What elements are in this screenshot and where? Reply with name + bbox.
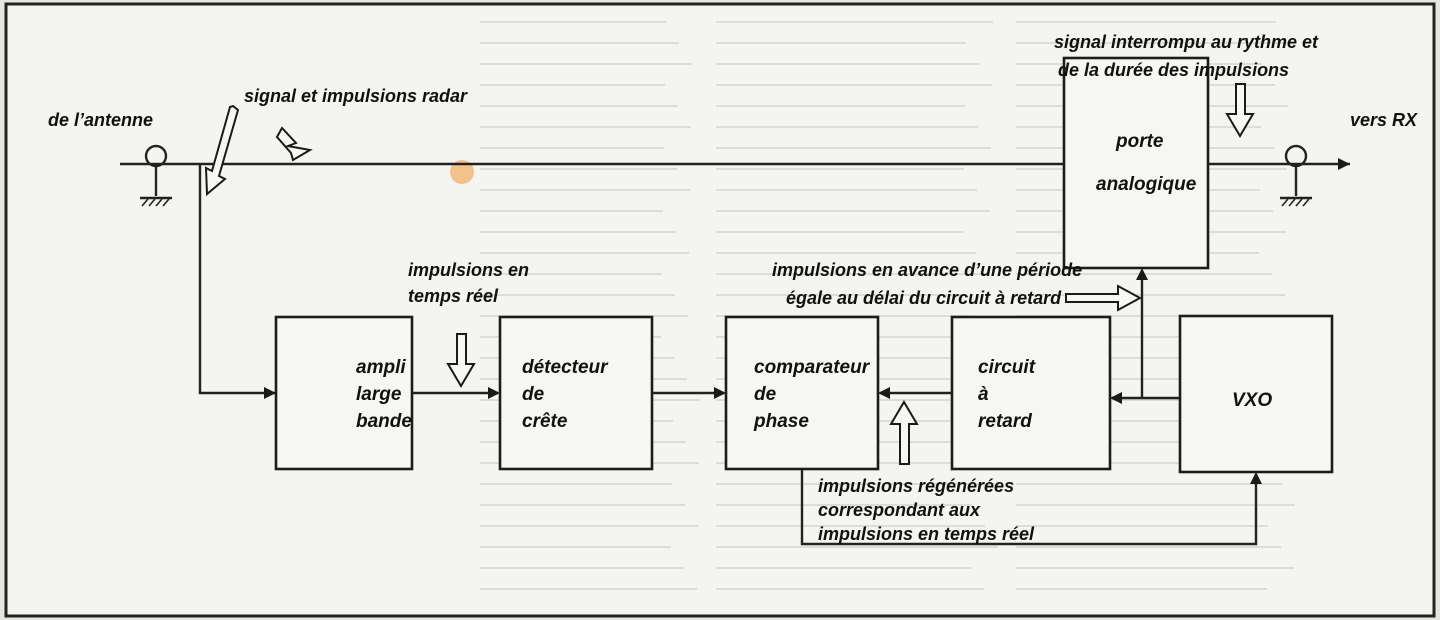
comparator-line-3: phase	[753, 411, 809, 432]
signal-pulses-label: signal et impulsions radar	[244, 86, 468, 106]
ampli-line-2: large	[356, 384, 402, 405]
delay-line-2: à	[978, 384, 989, 405]
delay-input-arrowhead	[1110, 392, 1122, 404]
advance-pulses-arrow-icon	[1065, 284, 1143, 312]
signal-direction-arrow-icon	[275, 126, 313, 162]
regenerated-pulses-arrow-icon	[889, 400, 919, 465]
gate-line-2: analogique	[1096, 174, 1197, 195]
rx-arrowhead	[1338, 158, 1350, 170]
gate-control-arrowhead	[1136, 268, 1148, 280]
rx-output-icon	[1280, 144, 1312, 207]
realtime-pulses-arrow-icon	[446, 333, 476, 388]
regenerated-label-line-2: correspondant aux	[818, 500, 981, 520]
gate-note-line-1: signal interrompu au rythme et	[1054, 32, 1319, 52]
stain-mark	[450, 160, 474, 184]
delay-line-1: circuit	[978, 357, 1036, 378]
tap-to-ampli-line	[198, 164, 276, 395]
gate-line-1: porte	[1115, 131, 1164, 152]
realtime-label-line-1: impulsions en	[408, 260, 529, 280]
vxo-input-arrowhead	[1250, 472, 1262, 484]
realtime-label-line-2: temps réel	[408, 286, 499, 306]
rx-label: vers RX	[1350, 110, 1418, 130]
ampli-line-1: ampli	[356, 357, 406, 378]
regenerated-label-line-3: impulsions en temps réel	[818, 524, 1035, 544]
regenerated-label-line-1: impulsions régénérées	[818, 476, 1014, 496]
ampli-line-3: bande	[356, 411, 412, 432]
diagram-frame	[4, 2, 1436, 618]
advance-label-line-2: égale au délai du circuit à retard	[786, 288, 1062, 308]
feedback-loop-line	[800, 470, 1258, 546]
block-circuit-a-retard: circuit à retard	[950, 315, 1112, 471]
antenna-input-icon	[140, 144, 172, 207]
antenna-label: de l’antenne	[48, 110, 153, 130]
detector-line-1: détecteur	[522, 357, 609, 378]
comparator-line-2: de	[754, 384, 777, 405]
detector-line-2: de	[522, 384, 545, 405]
gate-note-arrow-icon	[1225, 83, 1255, 138]
gate-note-line-2: de la durée des impulsions	[1058, 60, 1289, 80]
block-ampli-large-bande: ampli large bande	[274, 315, 414, 471]
vxo-label: VXO	[1232, 390, 1272, 411]
block-detecteur-de-crete: détecteur de crête	[498, 315, 654, 471]
advance-label-line-1: impulsions en avance d’une période	[772, 260, 1082, 280]
signal-annotation-arrow-icon	[204, 104, 240, 197]
block-vxo: VXO	[1178, 314, 1334, 474]
block-comparateur-de-phase: comparateur de phase	[724, 315, 880, 471]
comparator-input-arrowhead	[714, 387, 726, 399]
comparator-delay-arrowhead	[878, 387, 890, 399]
delay-line-3: retard	[978, 411, 1032, 432]
block-porte-analogique: porte analogique	[1062, 56, 1210, 270]
comparator-line-1: comparateur	[754, 357, 871, 378]
ampli-input-arrowhead	[264, 387, 276, 399]
detector-input-arrowhead	[488, 387, 500, 399]
detector-line-3: crête	[522, 411, 568, 432]
